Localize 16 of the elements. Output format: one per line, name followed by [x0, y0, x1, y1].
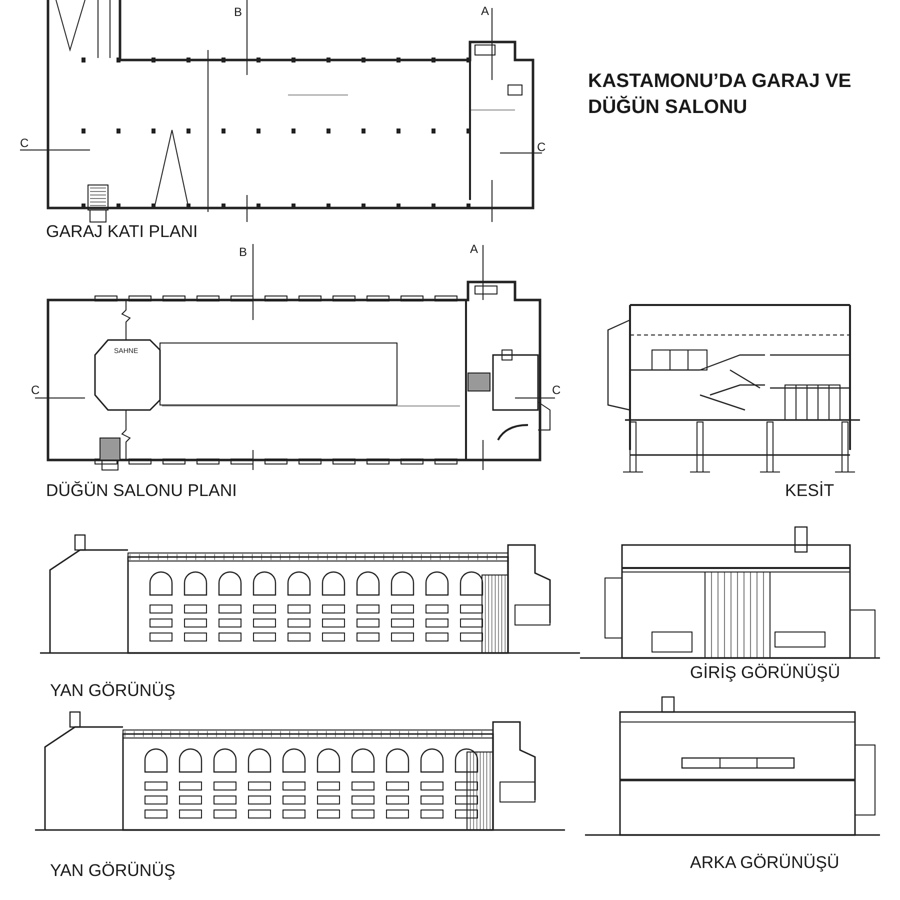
drawing-caption: YAN GÖRÜNÜŞ — [50, 862, 176, 881]
section-mark: A — [470, 243, 478, 256]
section-mark: C — [20, 137, 29, 150]
drawing-caption: ARKA GÖRÜNÜŞÜ — [690, 854, 840, 873]
drawing-caption: KESİT — [785, 482, 834, 501]
drawing-title: KASTAMONU’DA GARAJ VE DÜĞÜN SALONU — [588, 69, 852, 120]
section-mark: C — [31, 384, 40, 398]
drawing-caption: GARAJ KATI PLANI — [46, 223, 198, 242]
section-mark: A — [481, 5, 490, 18]
section-mark: B — [234, 6, 242, 20]
section-mark: C — [552, 384, 561, 398]
section-mark: B — [239, 246, 248, 260]
section-mark: C — [537, 141, 546, 154]
drawing-caption: YAN GÖRÜNÜŞ — [50, 682, 176, 701]
drawing-caption: GİRİŞ GÖRÜNÜŞÜ — [690, 664, 840, 683]
drawing-caption: DÜĞÜN SALONU PLANI — [46, 482, 237, 501]
